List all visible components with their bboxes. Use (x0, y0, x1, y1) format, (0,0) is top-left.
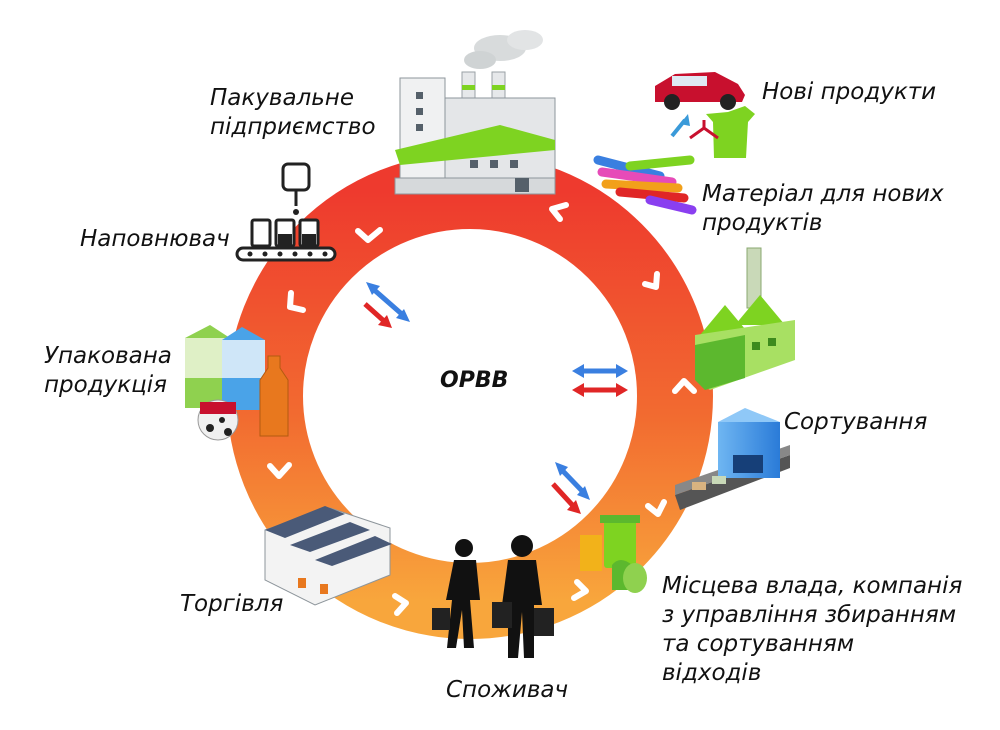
label-line: Матеріал для нових (702, 181, 944, 207)
label-material: Матеріал для нових продуктів (702, 180, 944, 238)
flow-arrow (642, 271, 660, 290)
label-line: відходів (662, 660, 762, 686)
waste-bins-icon (580, 515, 647, 593)
packaging-factory-icon (394, 30, 556, 195)
consumer-silhouettes-icon (432, 535, 554, 658)
flow-arrow (645, 499, 667, 517)
flow-arrow (287, 290, 306, 313)
filler-machine-icon (235, 162, 337, 262)
flow-arrow (571, 579, 589, 601)
label-line: з управління збиранням (662, 602, 957, 628)
recycling-factory-icon (695, 247, 795, 390)
label-line: продуктів (702, 210, 823, 236)
label-line: та сортуванням (662, 631, 855, 657)
flow-arrow (392, 593, 409, 616)
label-packaging-enterprise: Пакувальне підприємство (210, 84, 376, 142)
flow-arrow (549, 202, 569, 222)
packaged-products-icon (185, 325, 289, 441)
label-line: продукція (44, 372, 167, 398)
label-line: Упакована (44, 343, 172, 369)
warehouse-icon (264, 506, 392, 606)
flow-arrow (672, 378, 697, 394)
flow-arrows (267, 202, 697, 616)
center-label: ОРВВ (440, 368, 509, 393)
new-products-icon (655, 72, 755, 158)
label-line: підприємство (210, 114, 376, 140)
label-line: Пакувальне (210, 85, 354, 111)
material-tubes-icon (593, 155, 697, 215)
flow-arrow (355, 227, 383, 243)
double-arrow-lower-right (551, 462, 590, 514)
label-filler: Наповнювач (80, 226, 230, 252)
label-new-products: Нові продукти (762, 79, 937, 105)
sorting-machine-icon (675, 408, 790, 510)
label-sorting: Сортування (784, 409, 928, 435)
label-line: Місцева влада, компанія (662, 573, 963, 599)
double-arrow-upper-left (363, 282, 410, 328)
label-local-authority: Місцева влада, компанія з управління зби… (662, 572, 962, 688)
label-trade: Торгівля (180, 591, 284, 617)
double-arrow-center-right (572, 364, 628, 397)
label-consumer: Споживач (446, 677, 569, 703)
flow-arrow (267, 462, 292, 479)
label-packaged-products: Упакована продукція (44, 342, 172, 400)
